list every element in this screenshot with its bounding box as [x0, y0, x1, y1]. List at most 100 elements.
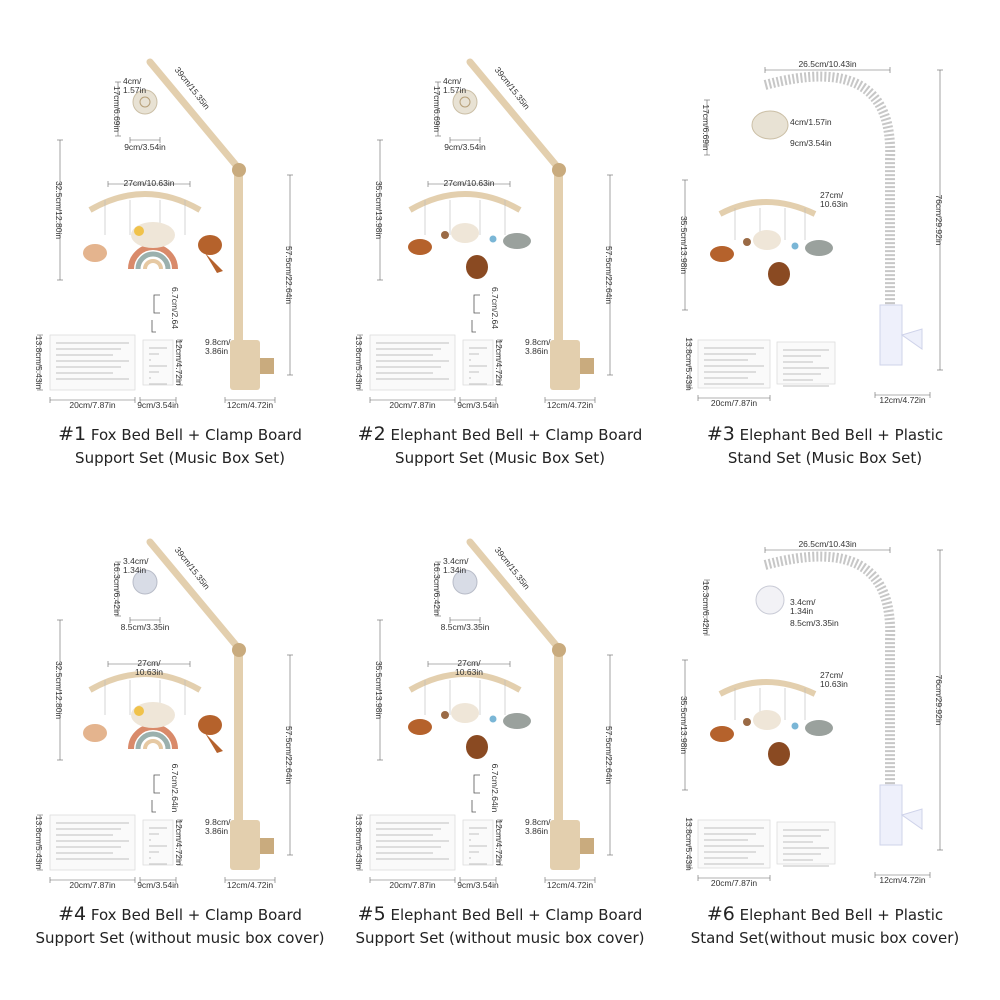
clamp-board — [550, 340, 580, 390]
wooden-arm — [466, 538, 564, 654]
box-depth-dim: 9cm/3.54in — [124, 142, 166, 152]
product-number: #5 — [357, 903, 386, 925]
base-dim: 12cm/4.72in — [879, 875, 926, 885]
box-width-dim: 4cm/1.57in — [790, 117, 832, 127]
bear-toy — [466, 255, 488, 279]
instruction-card — [776, 821, 836, 865]
product-figure: 39cm/15.35in57.5cm/22.64in9.8cm/3.86in12… — [34, 58, 294, 410]
bead — [441, 231, 449, 239]
product-figure: 26.5cm/10.43in76cm/29.92in12cm/4.72in4cm… — [679, 59, 944, 408]
card-width-dim: 9cm/3.54in — [457, 880, 499, 890]
star-toy — [134, 226, 144, 236]
bead — [743, 238, 751, 246]
box-width-dim: 4cm/1.57in — [123, 76, 146, 95]
hedgehog-toy — [83, 724, 107, 742]
doc-height-dim: 13.8cm/5.43in — [34, 336, 44, 390]
box-height-dim: 17cm/6.69in — [432, 86, 442, 133]
box-depth-dim: 9cm/3.54in — [444, 142, 486, 152]
caption-title: Elephant Bed Bell + Plastic — [739, 426, 944, 444]
box-height-dim: 16.3cm/6.42in — [112, 562, 122, 616]
base-dim: 12cm/4.72in — [879, 395, 926, 405]
caption-line-2: Support Set (without music box cover) — [355, 929, 645, 947]
bracket-part — [153, 294, 160, 314]
manual-sheet — [49, 334, 136, 391]
caption-line-1: #2 Elephant Bed Bell + Clamp Board — [340, 423, 660, 447]
bracket-part — [473, 294, 480, 314]
clamp-gap-dim: 6.7cm/2.64in — [490, 764, 500, 813]
mobile-ring — [718, 199, 817, 217]
cloud-toy — [451, 703, 479, 723]
product-number: #6 — [706, 903, 735, 925]
box-depth-dim: 8.5cm/3.35in — [790, 618, 839, 628]
doc-width-dim: 20cm/7.87in — [711, 398, 758, 408]
pole-knob — [232, 643, 246, 657]
bead — [791, 242, 799, 250]
elephant-toy — [503, 713, 531, 729]
clamp-knob — [900, 328, 923, 350]
mobile-ring — [718, 679, 817, 697]
bead — [489, 235, 497, 243]
mobile-ring — [408, 191, 522, 213]
pole-knob — [552, 643, 566, 657]
caption-line-1: #5 Elephant Bed Bell + Clamp Board — [340, 903, 660, 927]
hedgehog-toy — [83, 244, 107, 262]
bead — [489, 715, 497, 723]
elephant-toy — [805, 240, 833, 256]
doc-height-dim: 13.8cm/5.43in — [354, 336, 364, 390]
doc-height-dim: 13.8cm/5.43in — [34, 816, 44, 870]
doc-width-dim: 20cm/7.87in — [389, 880, 436, 890]
clamp-screw — [580, 838, 594, 854]
plastic-clamp — [879, 784, 903, 846]
pole-height-dim: 57.5cm/22.64in — [284, 246, 294, 304]
pole-knob — [552, 163, 566, 177]
arm-dim: 39cm/15.35in — [173, 65, 212, 112]
product-figure: 39cm/15.35in57.5cm/22.64in9.8cm/3.86in12… — [354, 58, 614, 410]
card-width-dim: 9cm/3.54in — [137, 880, 179, 890]
caption-line-2: Support Set (Music Box Set) — [395, 449, 605, 467]
bracket-part — [153, 774, 160, 794]
card-height-dim: 12cm/4.72in — [174, 339, 184, 386]
cloud-toy — [753, 230, 781, 250]
caption-title: Elephant Bed Bell + Clamp Board — [390, 426, 643, 444]
box-height-dim: 16.3cm/6.42in — [701, 581, 711, 635]
plastic-clamp — [879, 304, 903, 366]
bear-toy — [768, 262, 790, 286]
wooden-pole — [234, 650, 243, 860]
ring-width-dim: 27cm/10.63in — [455, 658, 483, 677]
caption-line-2: Stand Set(without music box cover) — [690, 929, 960, 947]
arm-dim: 26.5cm/10.43in — [798, 539, 856, 549]
mobile-height-dim: 32.5cm/12.80in — [54, 181, 64, 239]
clamp-width-dim: 9.8cm/3.86in — [205, 817, 231, 836]
card-width-dim: 9cm/3.54in — [457, 400, 499, 410]
lion-toy — [710, 726, 734, 742]
lion-toy — [710, 246, 734, 262]
product-figure: 39cm/15.35in57.5cm/22.64in9.8cm/3.86in12… — [354, 538, 614, 890]
caption-line-2: Support Set (without music box cover) — [35, 929, 325, 947]
bear-toy — [466, 735, 488, 759]
pole-height-dim: 76cm/29.92in — [934, 194, 944, 245]
clamp-board — [230, 820, 260, 870]
striped-arm — [763, 71, 896, 310]
caption-line-2: Support Set (Music Box Set) — [75, 449, 285, 467]
mobile-height-dim: 35.5cm/13.98in — [374, 181, 384, 239]
card-width-dim: 9cm/3.54in — [137, 400, 179, 410]
music-box — [132, 569, 158, 595]
doc-width-dim: 20cm/7.87in — [389, 400, 436, 410]
base-dim: 12cm/4.72in — [227, 400, 274, 410]
box-height-dim: 17cm/6.69in — [701, 104, 711, 151]
arm-dim: 39cm/15.35in — [493, 65, 532, 112]
base-dim: 12cm/4.72in — [547, 400, 594, 410]
bead — [441, 711, 449, 719]
clamp-screw — [260, 358, 274, 374]
clamp-board — [230, 340, 260, 390]
box-width-dim: 4cm/1.57in — [443, 76, 466, 95]
lion-toy — [408, 719, 432, 735]
ring-width-dim: 27cm/10.63in — [820, 670, 848, 689]
caption-line-1: #6 Elephant Bed Bell + Plastic — [665, 903, 985, 927]
